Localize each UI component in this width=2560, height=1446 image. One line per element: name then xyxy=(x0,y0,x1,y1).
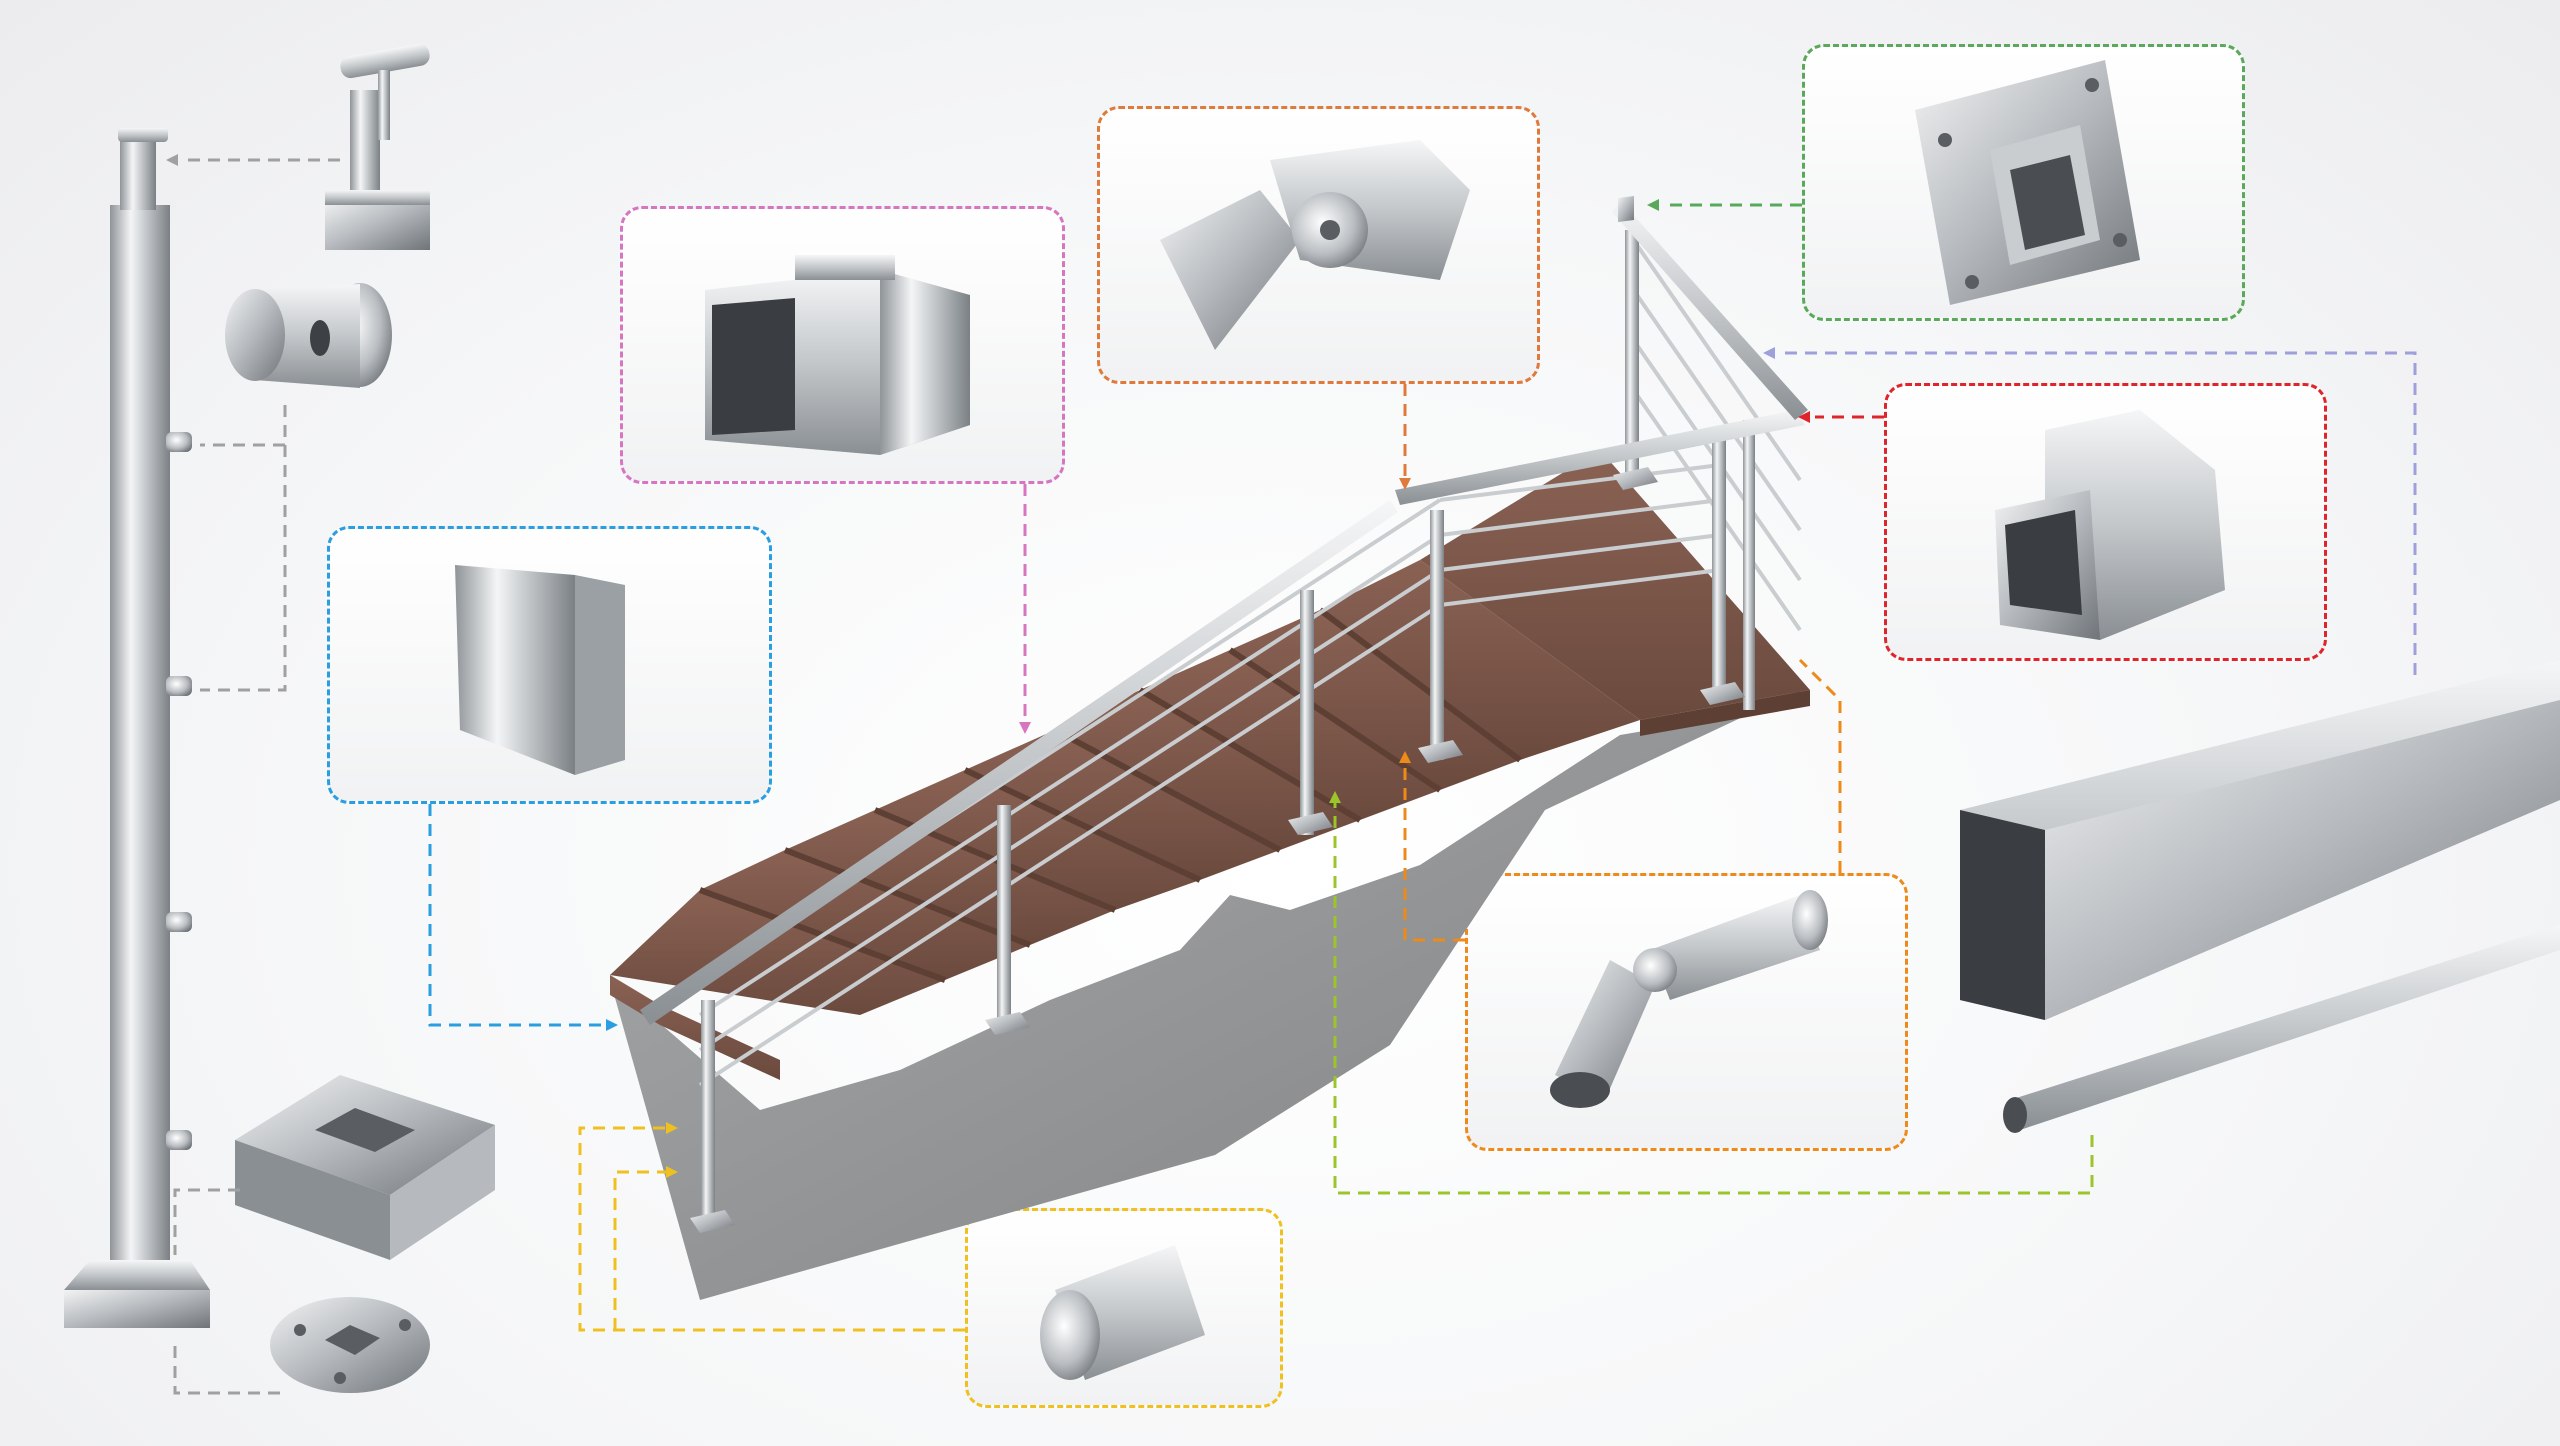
connector-arrowheads xyxy=(166,154,1810,1178)
elbow-90-icon xyxy=(1995,410,2225,640)
railing-post-base-plates xyxy=(690,467,1745,1233)
railing-posts xyxy=(701,230,1755,1230)
stair-riser-edges xyxy=(698,607,1522,983)
stair-railing xyxy=(640,196,1808,1233)
stair-treads xyxy=(610,560,1640,1080)
square-tube-icon xyxy=(1960,660,2560,1020)
stair-concrete-body xyxy=(610,690,1800,1300)
round-rod-icon xyxy=(2003,925,2560,1133)
tube-connector-icon xyxy=(705,255,970,455)
base-cover-icon xyxy=(235,1075,495,1260)
wall-flange-icon xyxy=(1915,60,2140,305)
adjustable-rod-connector-icon xyxy=(1550,890,1828,1108)
railing-cable-rods xyxy=(698,233,1802,1087)
callout-adjustable-rod-connector xyxy=(1465,873,1908,1151)
railing-handrails xyxy=(640,196,1808,1025)
adjustable-elbow-icon xyxy=(1160,140,1470,350)
end-cap-icon xyxy=(455,565,625,775)
stair-landing-edge xyxy=(1640,690,1810,736)
handrail-support-bracket-icon xyxy=(325,43,430,250)
connector-lines xyxy=(173,158,2417,1395)
staircase xyxy=(610,450,1810,1300)
rod-end-cap-icon xyxy=(1040,1245,1205,1380)
round-flange-icon xyxy=(270,1297,430,1393)
post-cable-holders xyxy=(166,432,192,1150)
cable-holder-icon xyxy=(225,283,392,388)
standalone-railing-post xyxy=(64,128,210,1328)
